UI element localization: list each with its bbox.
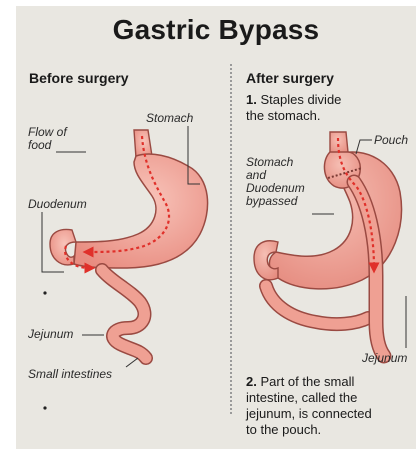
small-intestines-label: Small intestines (28, 368, 112, 381)
before-surgery-heading: Before surgery (29, 70, 129, 86)
step-2-number: 2. (246, 374, 257, 389)
step-2-text: 2. Part of the small intestine, called t… (246, 374, 416, 438)
after-surgery-heading: After surgery (246, 70, 334, 86)
step-2-description: Part of the small intestine, called the … (246, 374, 372, 437)
pouch-label: Pouch (374, 134, 408, 147)
step-1-description: Staples divide the stomach. (246, 92, 341, 123)
section-divider (230, 64, 232, 414)
jejunum-label: Jejunum (28, 328, 73, 341)
bypassed-label: Stomach and Duodenum bypassed (246, 156, 305, 208)
step-1-text: 1. Staples divide the stomach. (246, 92, 411, 124)
diagram-panel: Gastric Bypass (16, 6, 416, 449)
flow-of-food-label: Flow of food (28, 126, 67, 152)
duodenum-before (50, 230, 76, 265)
jejunum-after-label: Jejunum (362, 352, 407, 365)
step-1-number: 1. (246, 92, 257, 107)
duodenum-label: Duodenum (28, 198, 87, 211)
stomach-label: Stomach (146, 112, 193, 125)
